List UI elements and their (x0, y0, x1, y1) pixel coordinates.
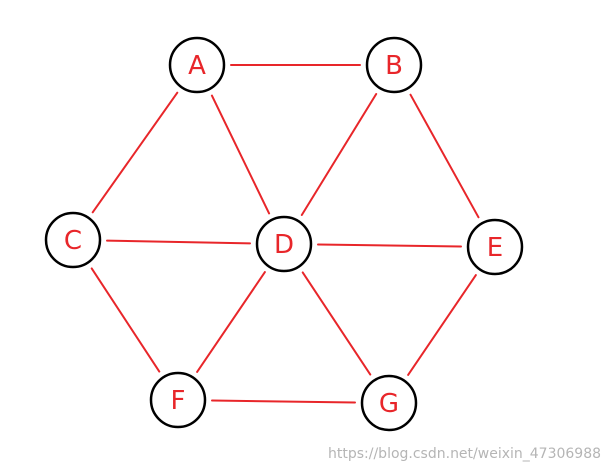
edge-e-g (407, 274, 477, 376)
edge-f-g (211, 399, 356, 404)
node-e: E (466, 218, 524, 276)
edge-b-e (409, 93, 480, 219)
node-a: A (168, 36, 226, 94)
node-label: A (188, 51, 206, 81)
edge-c-f (90, 267, 161, 373)
edge-b-d (300, 93, 378, 216)
node-c: C (44, 211, 102, 269)
nodes-group: A B C D E F G (44, 36, 524, 432)
node-label: G (379, 389, 399, 419)
edge-d-e (317, 243, 462, 248)
edge-d-f (196, 271, 266, 373)
edge-a-d (210, 94, 271, 215)
node-label: D (274, 230, 294, 260)
node-g: G (360, 374, 418, 432)
edges-group (90, 64, 480, 404)
node-circle (168, 36, 226, 94)
node-circle (466, 218, 524, 276)
node-d: D (255, 215, 313, 273)
node-label: E (487, 233, 503, 263)
node-label: F (171, 386, 186, 416)
node-circle (360, 374, 418, 432)
edge-c-d (106, 239, 251, 245)
node-label: C (64, 226, 82, 256)
edge-d-g (301, 271, 372, 376)
node-circle (44, 211, 102, 269)
watermark-text: https://blog.csdn.net/weixin_47306988 (328, 446, 602, 462)
node-circle (365, 36, 423, 94)
node-f: F (149, 371, 207, 429)
node-circle (255, 215, 313, 273)
node-b: B (365, 36, 423, 94)
node-label: B (385, 51, 403, 81)
node-circle (149, 371, 207, 429)
edge-a-c (91, 91, 179, 214)
